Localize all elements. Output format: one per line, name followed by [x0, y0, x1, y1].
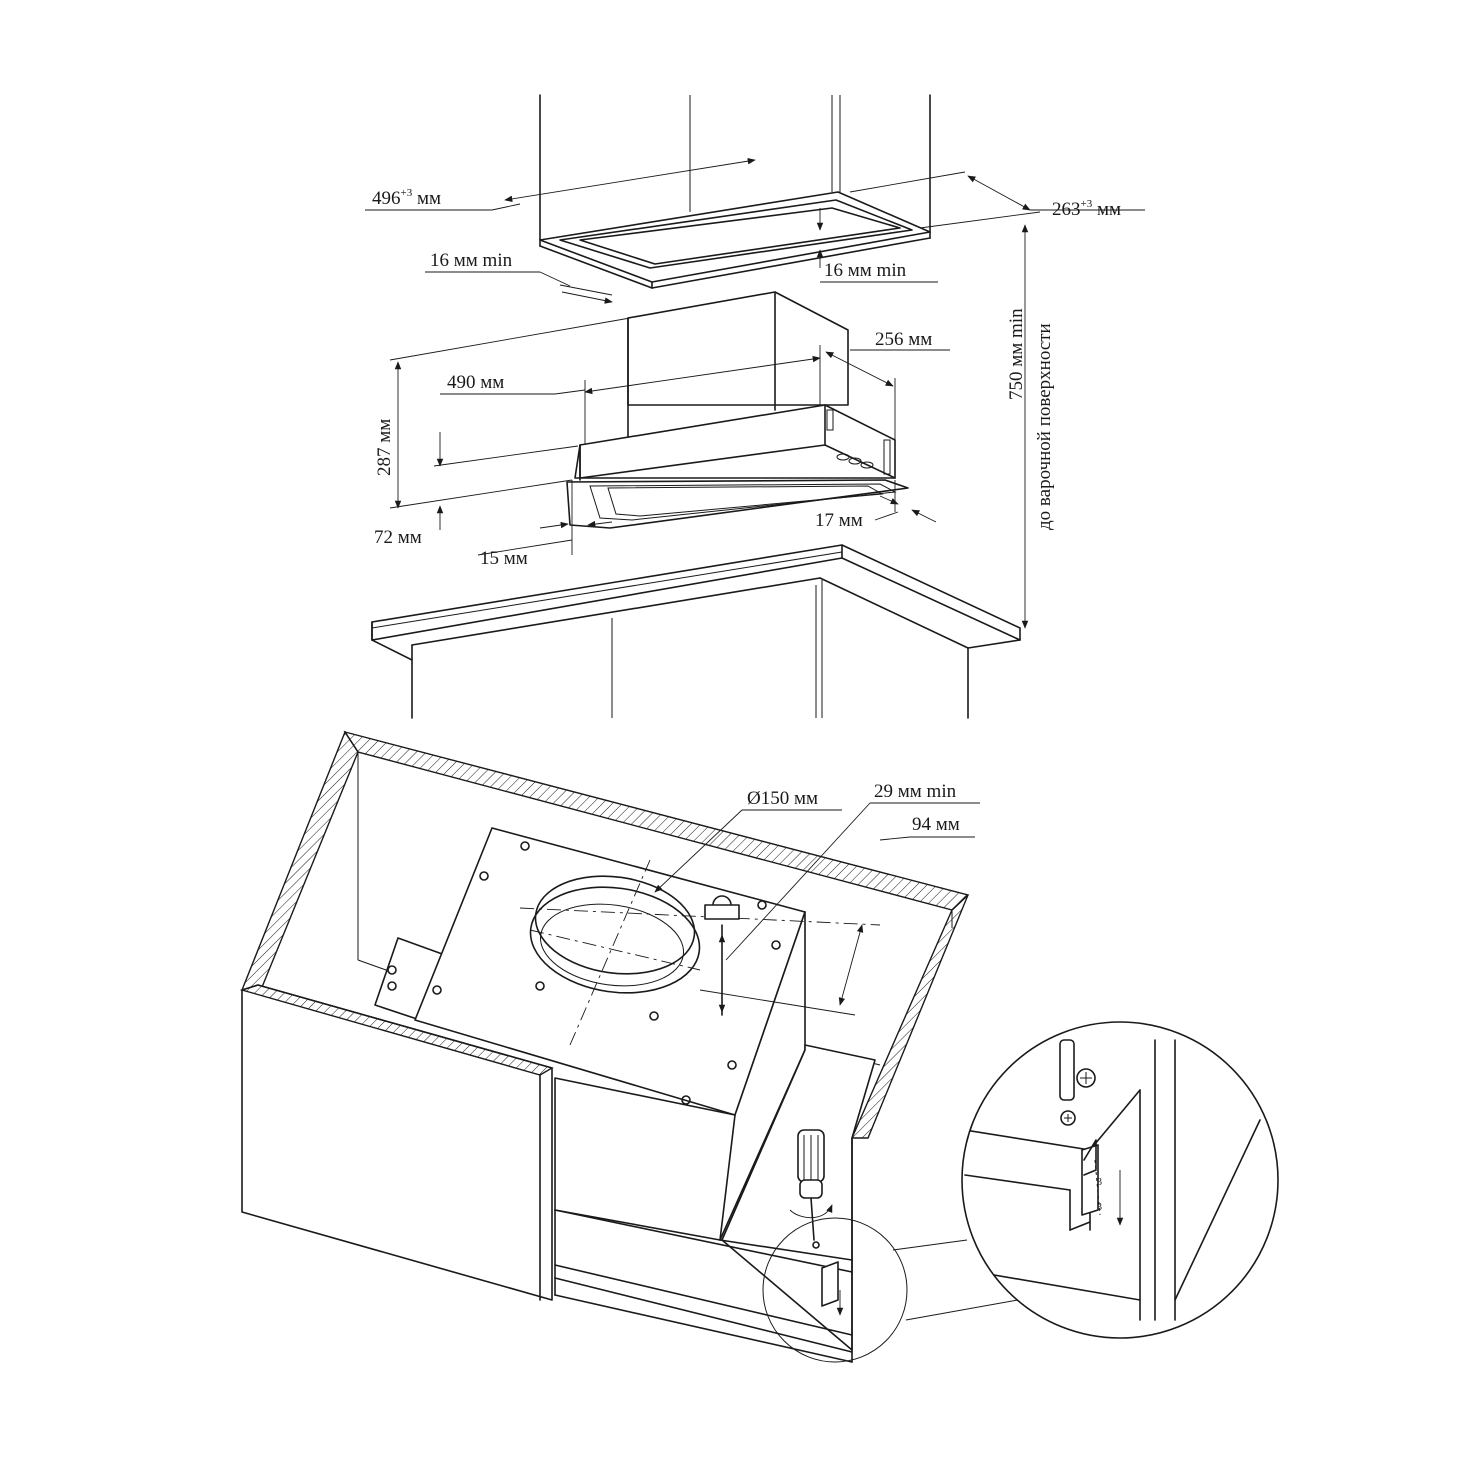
svg-text:496+3 мм: 496+3 мм	[372, 187, 441, 209]
right-offset-label: 17 мм	[815, 510, 863, 531]
hood-width-label: 490 мм	[447, 372, 504, 393]
dim-hood-height: 287 мм	[374, 317, 631, 509]
dim-height-above-hob: 750 мм min до варочной поверхности	[1006, 224, 1055, 629]
hood-depth-label: 256 мм	[875, 329, 932, 350]
front-offset-label: 15 мм	[480, 548, 528, 569]
dim-duct-diameter: Ø150 мм	[654, 788, 842, 893]
hood-height-label: 287 мм	[374, 419, 395, 476]
detail-callout-circle	[762, 1217, 908, 1363]
dim-hood-width: 490 мм	[440, 345, 821, 445]
cabinet-width-unit: мм	[417, 188, 441, 209]
detail-label-b: 3	[1097, 1202, 1102, 1213]
cabinet-width-value: 496	[372, 188, 401, 209]
screwdriver-icon	[789, 1129, 833, 1249]
duct-diameter-label: Ø150 мм	[747, 788, 818, 809]
duct-clearance-label: 29 мм min	[874, 781, 957, 802]
side-clearance-left-label: 16 мм min	[430, 250, 513, 271]
cabinet-width-tolerance: +3	[401, 187, 413, 199]
front-panel-height-label: 72 мм	[374, 527, 422, 548]
cabinet-depth-value: 263	[1052, 199, 1081, 220]
hood-unit	[566, 291, 909, 529]
dim-cabinet-width: 496+3 мм	[365, 157, 756, 211]
duct-offset-label: 94 мм	[912, 814, 960, 835]
height-above-hob-note: до варочной поверхности	[1034, 323, 1055, 530]
dim-right-offset: 17 мм	[815, 480, 937, 531]
detail-label-a: 3	[1097, 1177, 1102, 1188]
detail-magnified-view: 3 3	[961, 1021, 1279, 1339]
cabinet-depth-unit: мм	[1097, 199, 1121, 220]
dim-duct-clearance: 29 мм min	[725, 781, 980, 961]
dim-hood-depth: 256 мм	[825, 329, 950, 440]
dim-side-clearance-left: 16 мм min	[425, 250, 613, 304]
dim-front-panel-height: 72 мм	[374, 432, 579, 548]
cabinet-depth-tolerance: +3	[1081, 198, 1093, 210]
base-cabinet-with-hob	[371, 544, 1021, 719]
dim-front-offset: 15 мм	[477, 480, 613, 569]
duct-collar	[519, 859, 881, 1046]
dim-cabinet-depth: 263+3 мм	[849, 171, 1145, 229]
cabinet-installation	[239, 730, 1019, 1363]
hood-mounting-screws	[387, 841, 781, 1105]
hood-control-buttons	[826, 409, 891, 475]
wall-cabinet-opening	[539, 94, 931, 289]
mounting-bracket	[821, 1261, 844, 1316]
side-clearance-right-label: 16 мм min	[824, 260, 907, 281]
svg-text:263+3 мм: 263+3 мм	[1052, 198, 1121, 220]
dim-duct-offset: 94 мм	[699, 814, 975, 1016]
dim-side-clearance-right: 16 мм min	[816, 208, 938, 283]
height-above-hob-label: 750 мм min	[1006, 308, 1027, 400]
